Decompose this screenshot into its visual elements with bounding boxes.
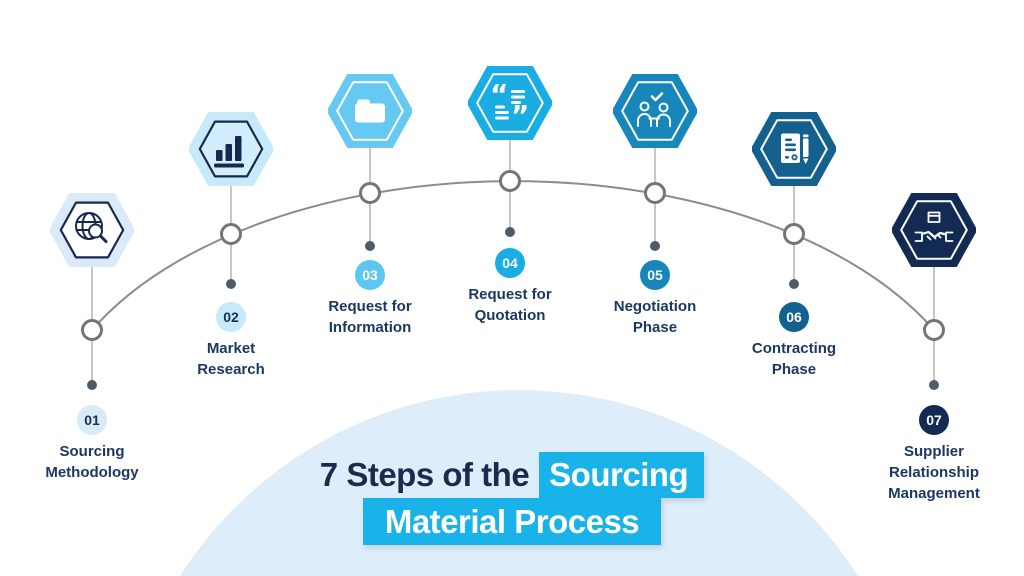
arc-node-ring <box>220 223 242 245</box>
step-2-label: Market Research <box>197 340 265 378</box>
step-number-badge: 03 <box>355 260 385 290</box>
step-3-hexagon <box>328 74 412 148</box>
arc-node-ring <box>644 182 666 204</box>
step-5-hexagon <box>613 74 697 148</box>
title-highlight-material-process: Material Process <box>362 498 662 545</box>
svg-text:”: ” <box>511 99 529 132</box>
connector-dot <box>650 241 660 251</box>
step-1-label: Sourcing Methodology <box>45 443 139 481</box>
step-number-badge: 02 <box>216 302 246 332</box>
step-number-badge: 04 <box>495 248 525 278</box>
step-number-badge: 07 <box>919 405 949 435</box>
step-1-hexagon <box>50 193 134 267</box>
title-line-2: Material Process <box>0 498 1024 545</box>
connector-dot <box>226 279 236 289</box>
svg-text:“: “ <box>490 78 508 111</box>
step-6-label: Contracting Phase <box>751 340 837 378</box>
connector-dot <box>929 380 939 390</box>
arc-node-ring <box>783 223 805 245</box>
folder-icon <box>355 99 385 123</box>
step-2-hexagon <box>189 112 273 186</box>
quotation-icon: “ ” <box>490 78 529 132</box>
contract-pen-icon <box>781 133 809 164</box>
step-5-label: Negotiation Phase <box>613 298 697 336</box>
title-text-plain: 7 Steps of the <box>319 456 530 493</box>
step-3-label: Request for Information <box>328 298 412 336</box>
title-line-1: 7 Steps of the Sourcing <box>0 452 1024 498</box>
title-highlight-sourcing: Sourcing <box>539 452 705 498</box>
connector-dot <box>505 227 515 237</box>
step-4-hexagon: “ ” <box>468 66 552 140</box>
handshake-box-icon <box>914 211 954 242</box>
negotiation-people-icon <box>637 92 671 127</box>
step-number-badge: 01 <box>77 405 107 435</box>
arc-node-ring <box>923 319 945 341</box>
arc-node-ring <box>81 319 103 341</box>
globe-search-icon <box>75 212 108 243</box>
step-4-label: Request for Quotation <box>468 286 552 324</box>
connector-dot <box>87 380 97 390</box>
connector-dot <box>789 279 799 289</box>
dome-shape <box>180 390 858 576</box>
step-7-hexagon <box>892 193 976 267</box>
step-7-label: Supplier Relationship Management <box>888 443 980 502</box>
connector-dot <box>365 241 375 251</box>
bar-chart-icon <box>214 136 244 168</box>
step-number-badge: 06 <box>779 302 809 332</box>
arc-node-ring <box>499 170 521 192</box>
step-number-badge: 05 <box>640 260 670 290</box>
arc-node-ring <box>359 182 381 204</box>
step-6-hexagon <box>752 112 836 186</box>
